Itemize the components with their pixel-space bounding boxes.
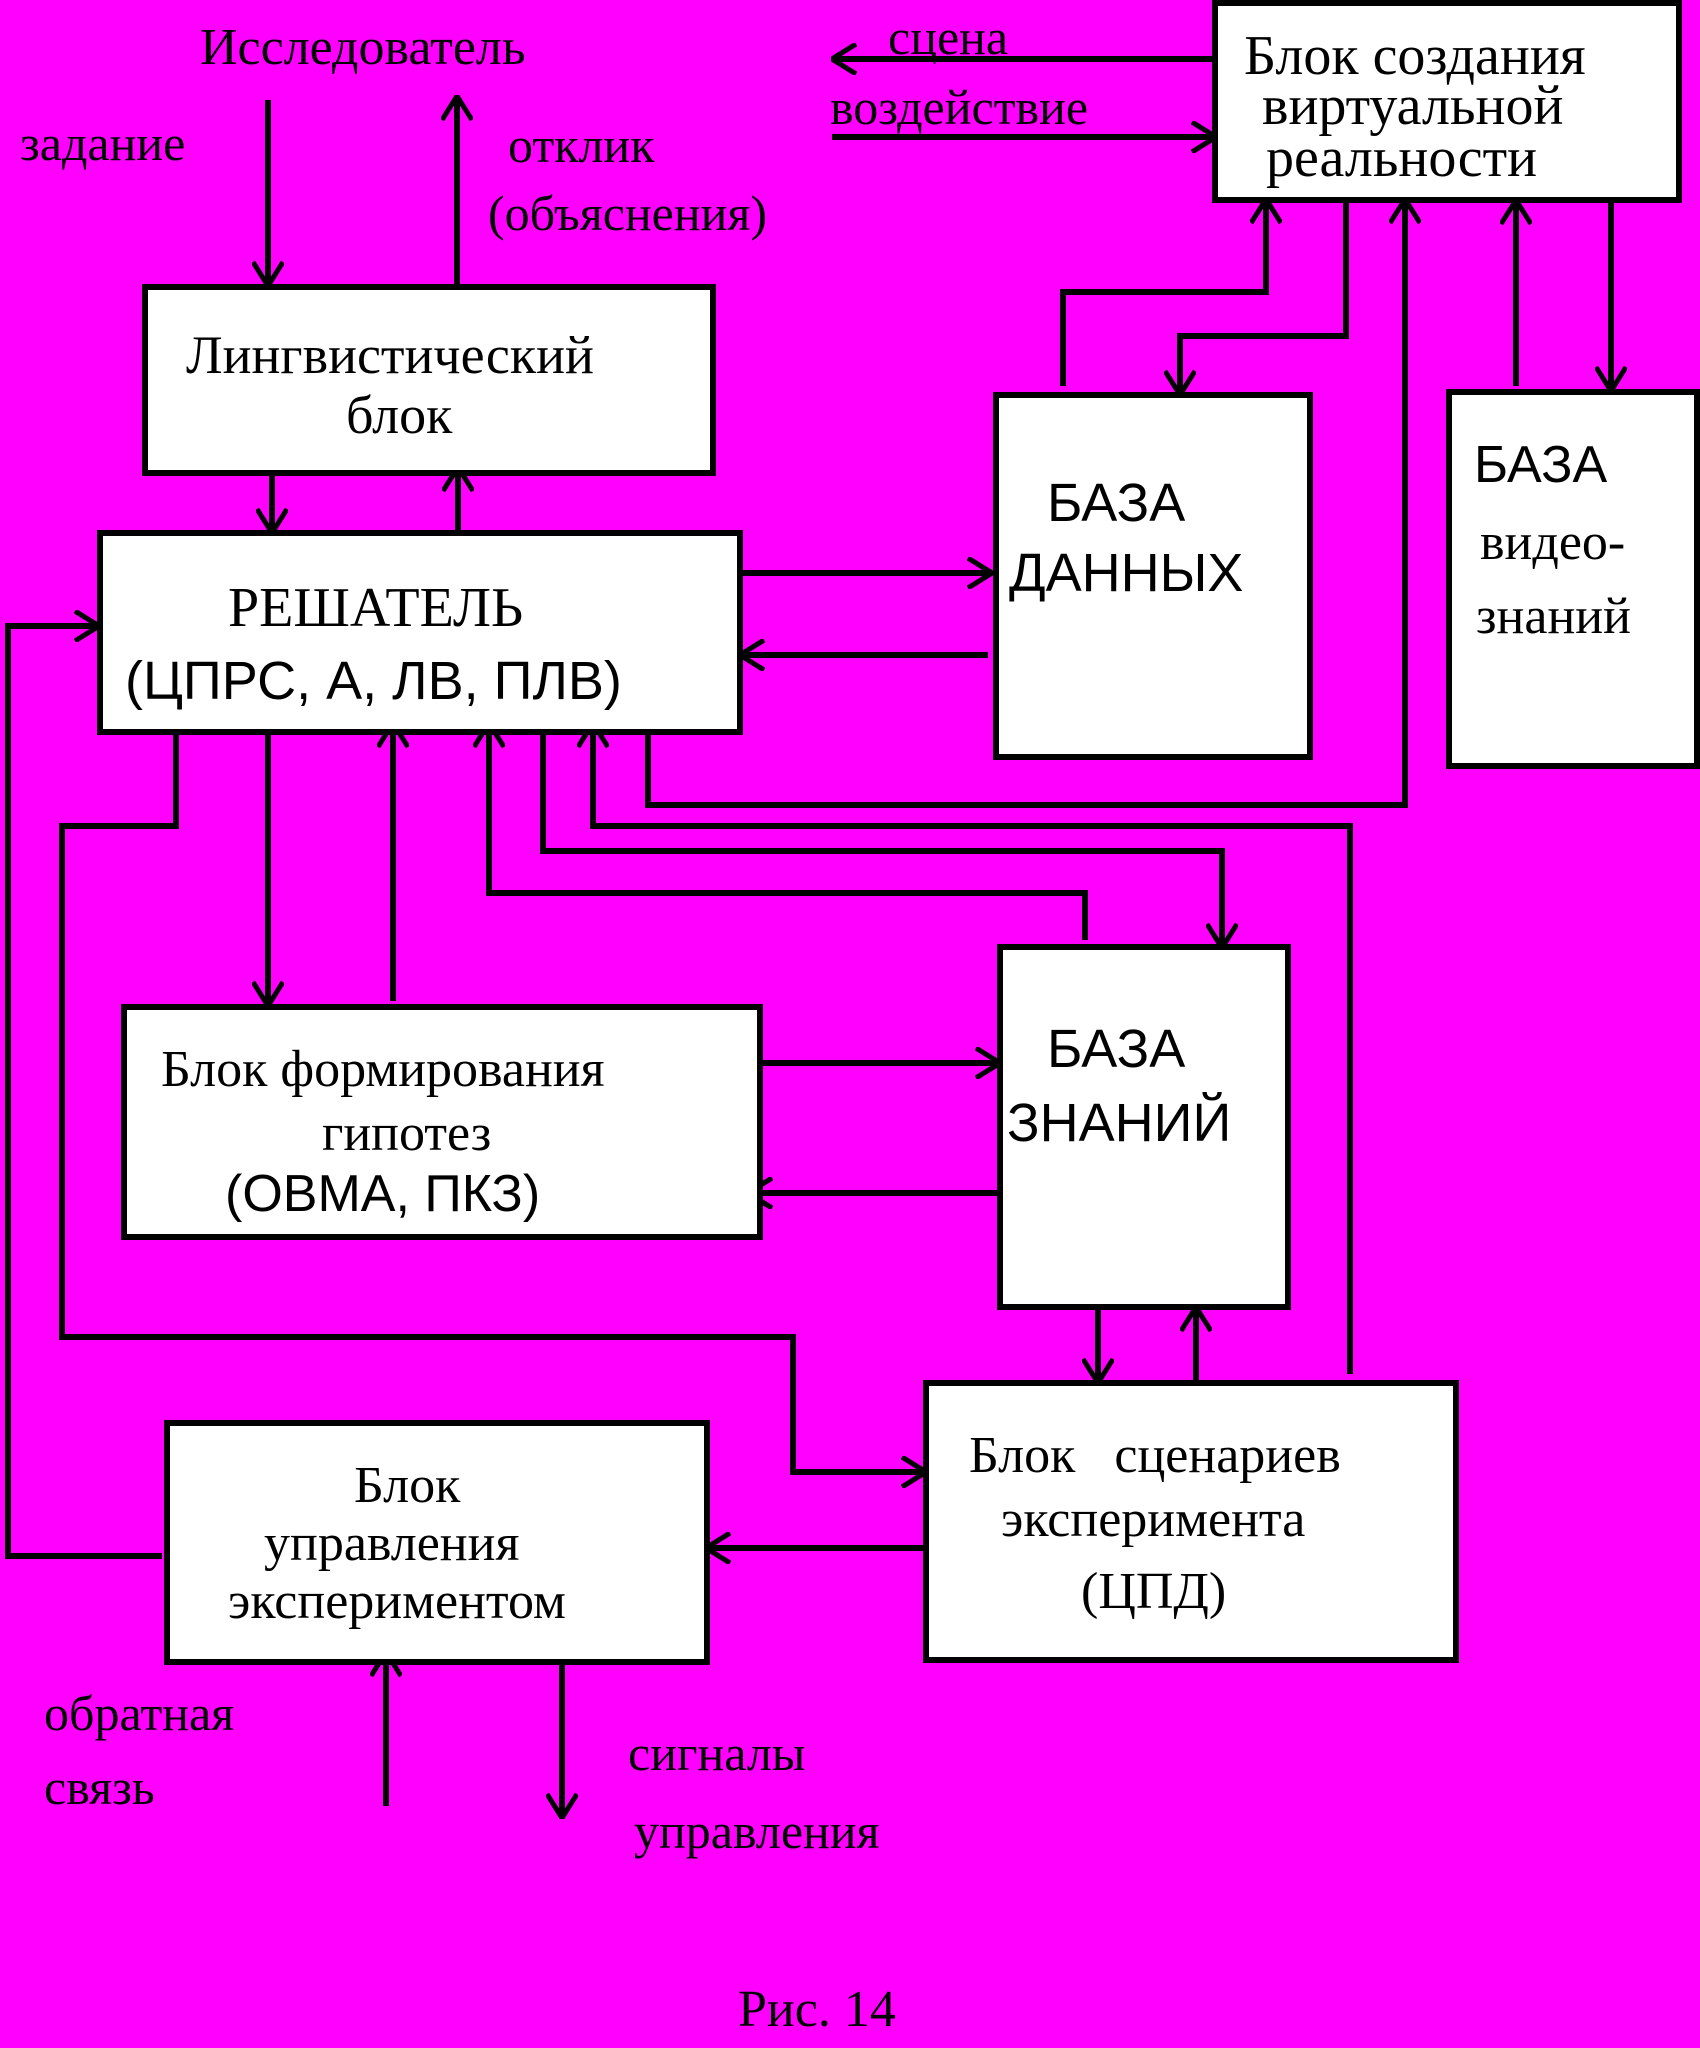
video-kb-line1: БАЗА (1474, 436, 1608, 494)
control-block-line1: Блок (354, 1457, 461, 1514)
hypothesis-formation-block: Блок формирования гипотез (ОВМА, ПКЗ) (121, 1004, 763, 1240)
vr-block-line3: реальности (1266, 127, 1538, 189)
vr-creation-block: Блок создания виртуальной реальности (1212, 0, 1682, 203)
hypothesis-block-line1: Блок формирования (161, 1041, 605, 1098)
control-signals-label-line1: сигналы (628, 1725, 806, 1781)
arrow-solver-to-scenarios (59, 733, 926, 1472)
feedback-label-line1: обратная (44, 1685, 235, 1741)
database-block-line2: ДАННЫХ (1009, 543, 1244, 603)
arrow-vr-to-database (1180, 198, 1349, 395)
video-kb-line3: знаний (1476, 588, 1631, 645)
figure-caption: Рис. 14 (738, 1981, 896, 2038)
scenarios-block-line2: эксперимента (1001, 1491, 1306, 1548)
database-block: БАЗА ДАННЫХ (993, 392, 1313, 760)
experiment-scenarios-block: Блок сценариев эксперимента (ЦПД) (923, 1380, 1459, 1663)
researcher-label: Исследователь (200, 19, 526, 76)
arrow-control-to-solver (5, 626, 162, 1559)
arrow-knowledge-to-solver (489, 723, 1088, 940)
arrow-solver-to-knowledge (540, 733, 1222, 948)
solver-block-title: РЕШАТЕЛЬ (228, 577, 524, 639)
linguistic-block: Лингвистический блок (142, 284, 716, 476)
video-knowledge-base-block: БАЗА видео- знаний (1446, 389, 1700, 769)
control-signals-label-line2: управления (634, 1803, 880, 1859)
knowledge-base-line2: ЗНАНИЙ (1007, 1093, 1232, 1153)
linguistic-block-line2: блок (346, 385, 453, 445)
scene-label: сцена (888, 9, 1009, 65)
solver-block-methods: (ЦПРС, А, ЛВ, ПЛВ) (125, 651, 622, 711)
control-block-line3: экспериментом (228, 1573, 566, 1630)
task-label: задание (20, 115, 186, 171)
hypothesis-block-line2: гипотез (322, 1105, 492, 1162)
linguistic-block-line1: Лингвистический (186, 325, 594, 385)
vr-block-line1: Блок создания (1244, 25, 1586, 87)
database-block-line1: БАЗА (1047, 473, 1186, 533)
vr-block-line2: виртуальной (1262, 75, 1564, 137)
response-label-line1: отклик (508, 117, 655, 173)
experiment-control-block: Блок управления экспериментом (164, 1420, 710, 1665)
response-label-line2: (объяснения) (488, 185, 768, 241)
solver-block: РЕШАТЕЛЬ (ЦПРС, А, ЛВ, ПЛВ) (97, 530, 743, 735)
arrow-solver-to-vr (645, 199, 1405, 808)
arrow-scenarios-to-solver (593, 723, 1353, 1374)
arrow-database-to-vr (1060, 199, 1266, 386)
hypothesis-block-line3: (ОВМА, ПКЗ) (225, 1165, 541, 1223)
scenarios-block-line3: (ЦПД) (1081, 1563, 1227, 1620)
feedback-label-line2: связь (44, 1759, 155, 1815)
knowledge-base-block: БАЗА ЗНАНИЙ (997, 944, 1291, 1310)
knowledge-base-line1: БАЗА (1047, 1019, 1186, 1079)
video-kb-line2: видео- (1480, 514, 1626, 571)
scenarios-block-line1: Блок сценариев (969, 1427, 1341, 1484)
control-block-line2: управления (264, 1515, 520, 1572)
impact-label: воздействие (830, 79, 1089, 135)
